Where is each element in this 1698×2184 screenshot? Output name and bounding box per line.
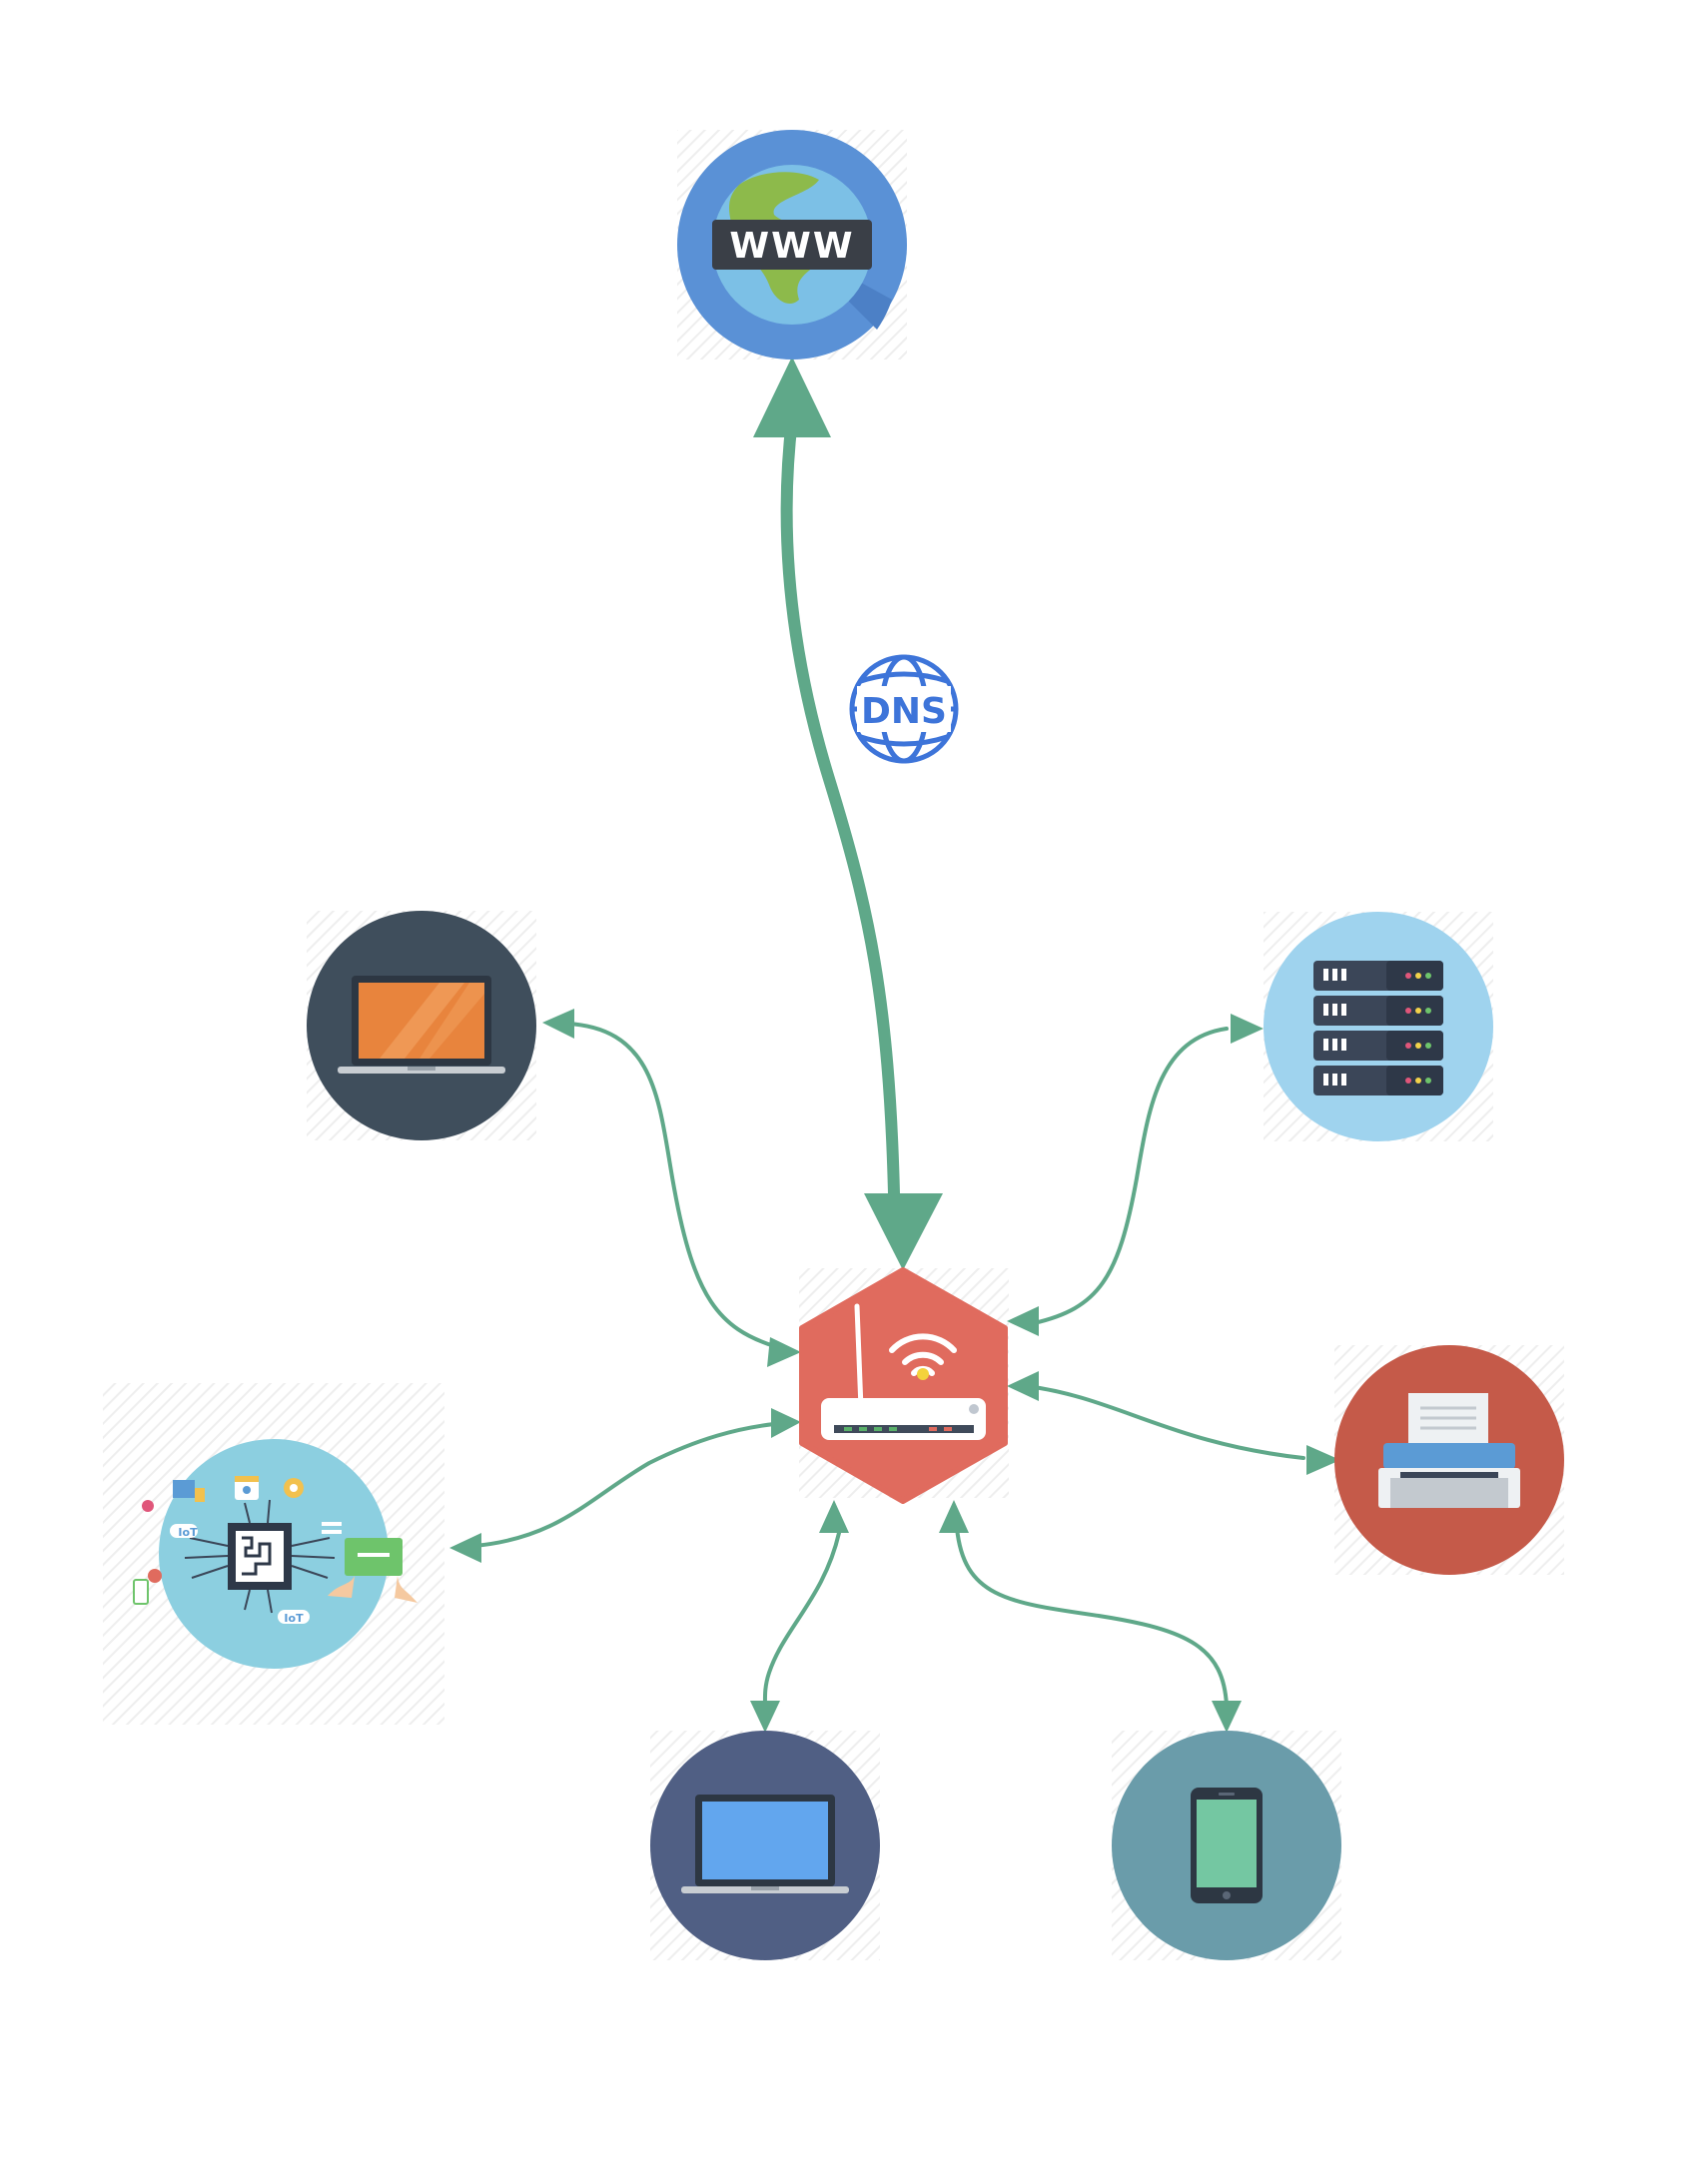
laptop-blue-node[interactable] (650, 1731, 880, 1960)
arrowheads (449, 357, 1340, 1733)
edge-phone-router (955, 1526, 1229, 1708)
globe-www-icon (712, 165, 892, 330)
edge-laptop-blue-router (762, 1531, 841, 1712)
router-hexagon (799, 1267, 1008, 1504)
laptop-orange-screen-icon (338, 976, 505, 1074)
phone-node[interactable] (1112, 1731, 1341, 1960)
iot-label-2: IoT (284, 1612, 304, 1625)
internet-node[interactable]: WWW (677, 130, 907, 360)
laptop-dark-node[interactable] (307, 911, 536, 1140)
iot-chip-icon (184, 1499, 336, 1614)
arrowhead-internet (753, 357, 831, 437)
arrowhead-server (1231, 1014, 1264, 1044)
server-rack-icon (1313, 961, 1443, 1095)
edge-iot-router (472, 1422, 776, 1548)
iot-device-icons (133, 1476, 418, 1624)
dns-label-bg (857, 686, 951, 732)
iot-label-1: IoT (178, 1526, 198, 1539)
wifi-router-icon (821, 1303, 986, 1440)
printer-node[interactable] (1334, 1345, 1564, 1575)
arrowhead-phone (1212, 1701, 1242, 1733)
edge-laptop-dark-router (565, 1022, 776, 1348)
arrowhead-router-from-printer (1007, 1371, 1039, 1401)
edges (472, 413, 1305, 1712)
laptop-blue-screen-icon (681, 1795, 849, 1893)
edge-printer-router (1025, 1384, 1305, 1460)
dns-node[interactable]: DNS (849, 654, 959, 764)
edge-server-router (1032, 1027, 1229, 1325)
arrowhead-router-from-server (1007, 1306, 1039, 1336)
arrowhead-router-from-laptop-blue (819, 1500, 849, 1533)
arrowhead-laptop-blue (750, 1701, 780, 1733)
server-node[interactable] (1264, 912, 1493, 1141)
arrowhead-laptop-dark (542, 1009, 574, 1039)
arrowhead-router-top (864, 1193, 943, 1270)
iot-node[interactable]: IoT IoT (103, 1383, 444, 1725)
server-circle (1264, 912, 1493, 1141)
dns-label: DNS (861, 691, 947, 732)
arrowhead-router-from-iot (771, 1408, 801, 1438)
arrowhead-iot (449, 1533, 481, 1563)
arrowhead-printer (1306, 1445, 1340, 1475)
arrowhead-router-from-laptop-dark (767, 1337, 801, 1367)
arrowhead-router-from-phone (939, 1500, 969, 1533)
edge-internet-router (780, 413, 900, 1199)
internet-label: WWW (729, 226, 854, 267)
smartphone-icon (1191, 1788, 1263, 1903)
router-node[interactable] (799, 1267, 1009, 1504)
printer-icon (1378, 1393, 1520, 1508)
